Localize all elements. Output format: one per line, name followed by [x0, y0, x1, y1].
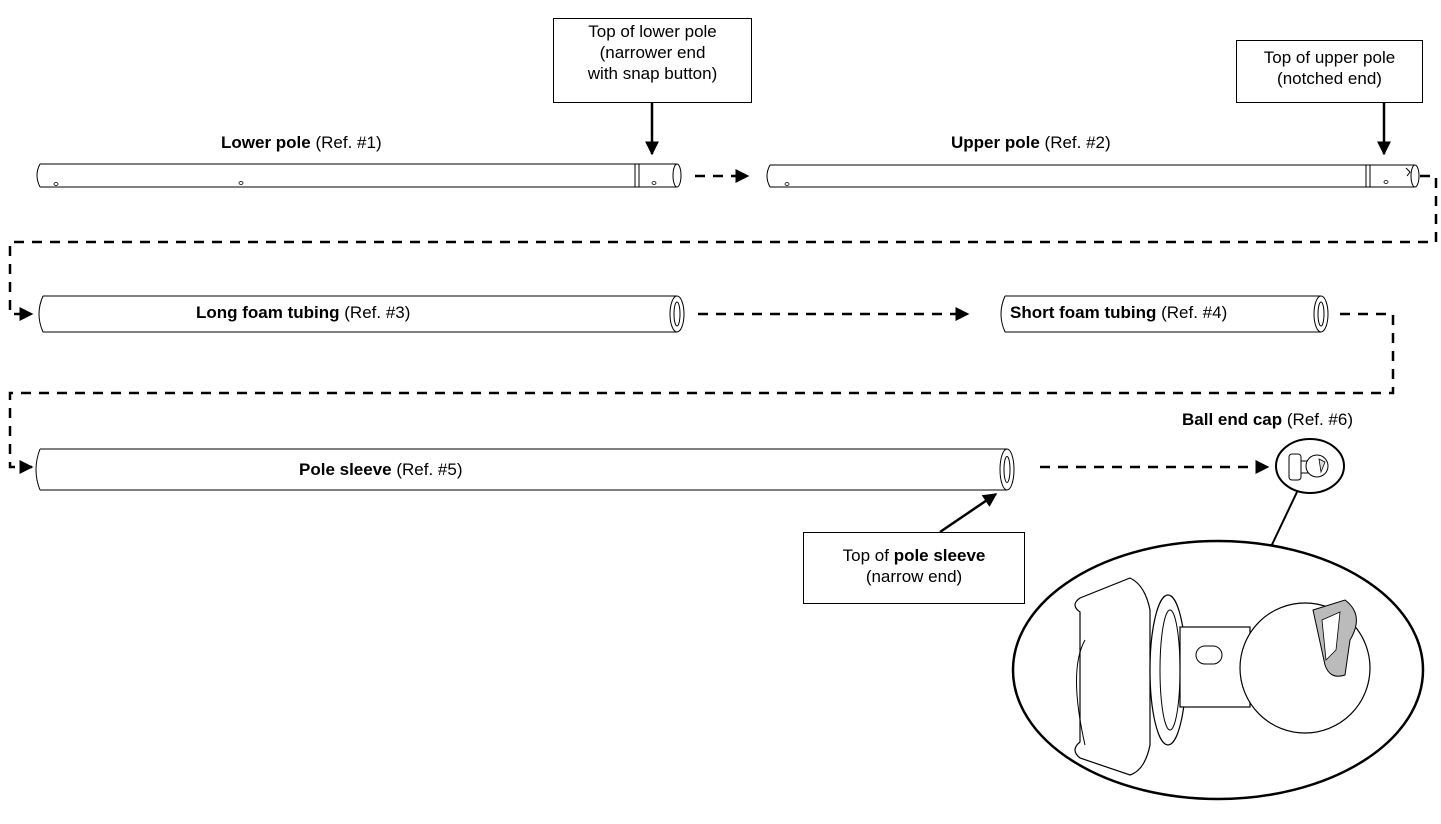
lower-pole-name: Lower pole: [221, 133, 311, 152]
callout-sleeve-prefix: Top of: [842, 546, 894, 565]
callout-lower-pole-top: Top of lower pole (narrower end with sna…: [553, 18, 752, 103]
upper-pole-name: Upper pole: [951, 133, 1040, 152]
ball-cap-ref: (Ref. #6): [1286, 410, 1354, 429]
pole-sleeve-ref: (Ref. #5): [396, 460, 463, 479]
callout-pole-sleeve-top: Top of pole sleeve (narrow end): [803, 532, 1025, 604]
lower-pole: [36, 163, 682, 188]
pole-sleeve: [35, 448, 1015, 491]
short-foam-ref: (Ref. #4): [1161, 303, 1228, 322]
long-foam-ref: (Ref. #3): [344, 303, 411, 322]
callout-upper-line2: (notched end): [1277, 69, 1382, 88]
short-foam-name: Short foam tubing: [1010, 303, 1157, 322]
label-pole-sleeve: Pole sleeve (Ref. #5): [299, 460, 463, 480]
ball-end-cap-small: [1275, 438, 1345, 494]
callout-sleeve-line1: Top of pole sleeve: [804, 545, 1024, 566]
upper-pole: [766, 164, 1420, 188]
callout-upper-pole-top: Top of upper pole (notched end): [1236, 40, 1423, 103]
label-upper-pole: Upper pole (Ref. #2): [951, 133, 1111, 153]
label-ball-cap: Ball end cap (Ref. #6): [1182, 410, 1353, 430]
flow-connectors: [8, 169, 1438, 474]
callout-lower-line2: (narrower end: [599, 43, 706, 62]
callout-upper-line1: Top of upper pole: [1263, 48, 1396, 67]
lower-pole-ref: (Ref. #1): [315, 133, 382, 152]
short-foam-tubing: [1000, 295, 1329, 333]
ball-cap-name: Ball end cap: [1182, 410, 1283, 429]
label-long-foam: Long foam tubing (Ref. #3): [196, 303, 410, 323]
callout-sleeve-bold: pole sleeve: [893, 546, 986, 565]
long-foam-tubing: [38, 295, 685, 333]
callout-lower-line3: with snap button): [587, 64, 718, 83]
ball-end-cap-magnified: [1011, 539, 1425, 801]
upper-pole-ref: (Ref. #2): [1044, 133, 1111, 152]
label-short-foam: Short foam tubing (Ref. #4): [1010, 303, 1227, 323]
label-lower-pole: Lower pole (Ref. #1): [221, 133, 382, 153]
callout-lower-line1: Top of lower pole: [588, 22, 717, 41]
pole-sleeve-name: Pole sleeve: [299, 460, 392, 479]
long-foam-name: Long foam tubing: [196, 303, 340, 322]
callout-arrow-sleeve: [939, 492, 998, 534]
callout-sleeve-line2: (narrow end): [865, 567, 963, 586]
